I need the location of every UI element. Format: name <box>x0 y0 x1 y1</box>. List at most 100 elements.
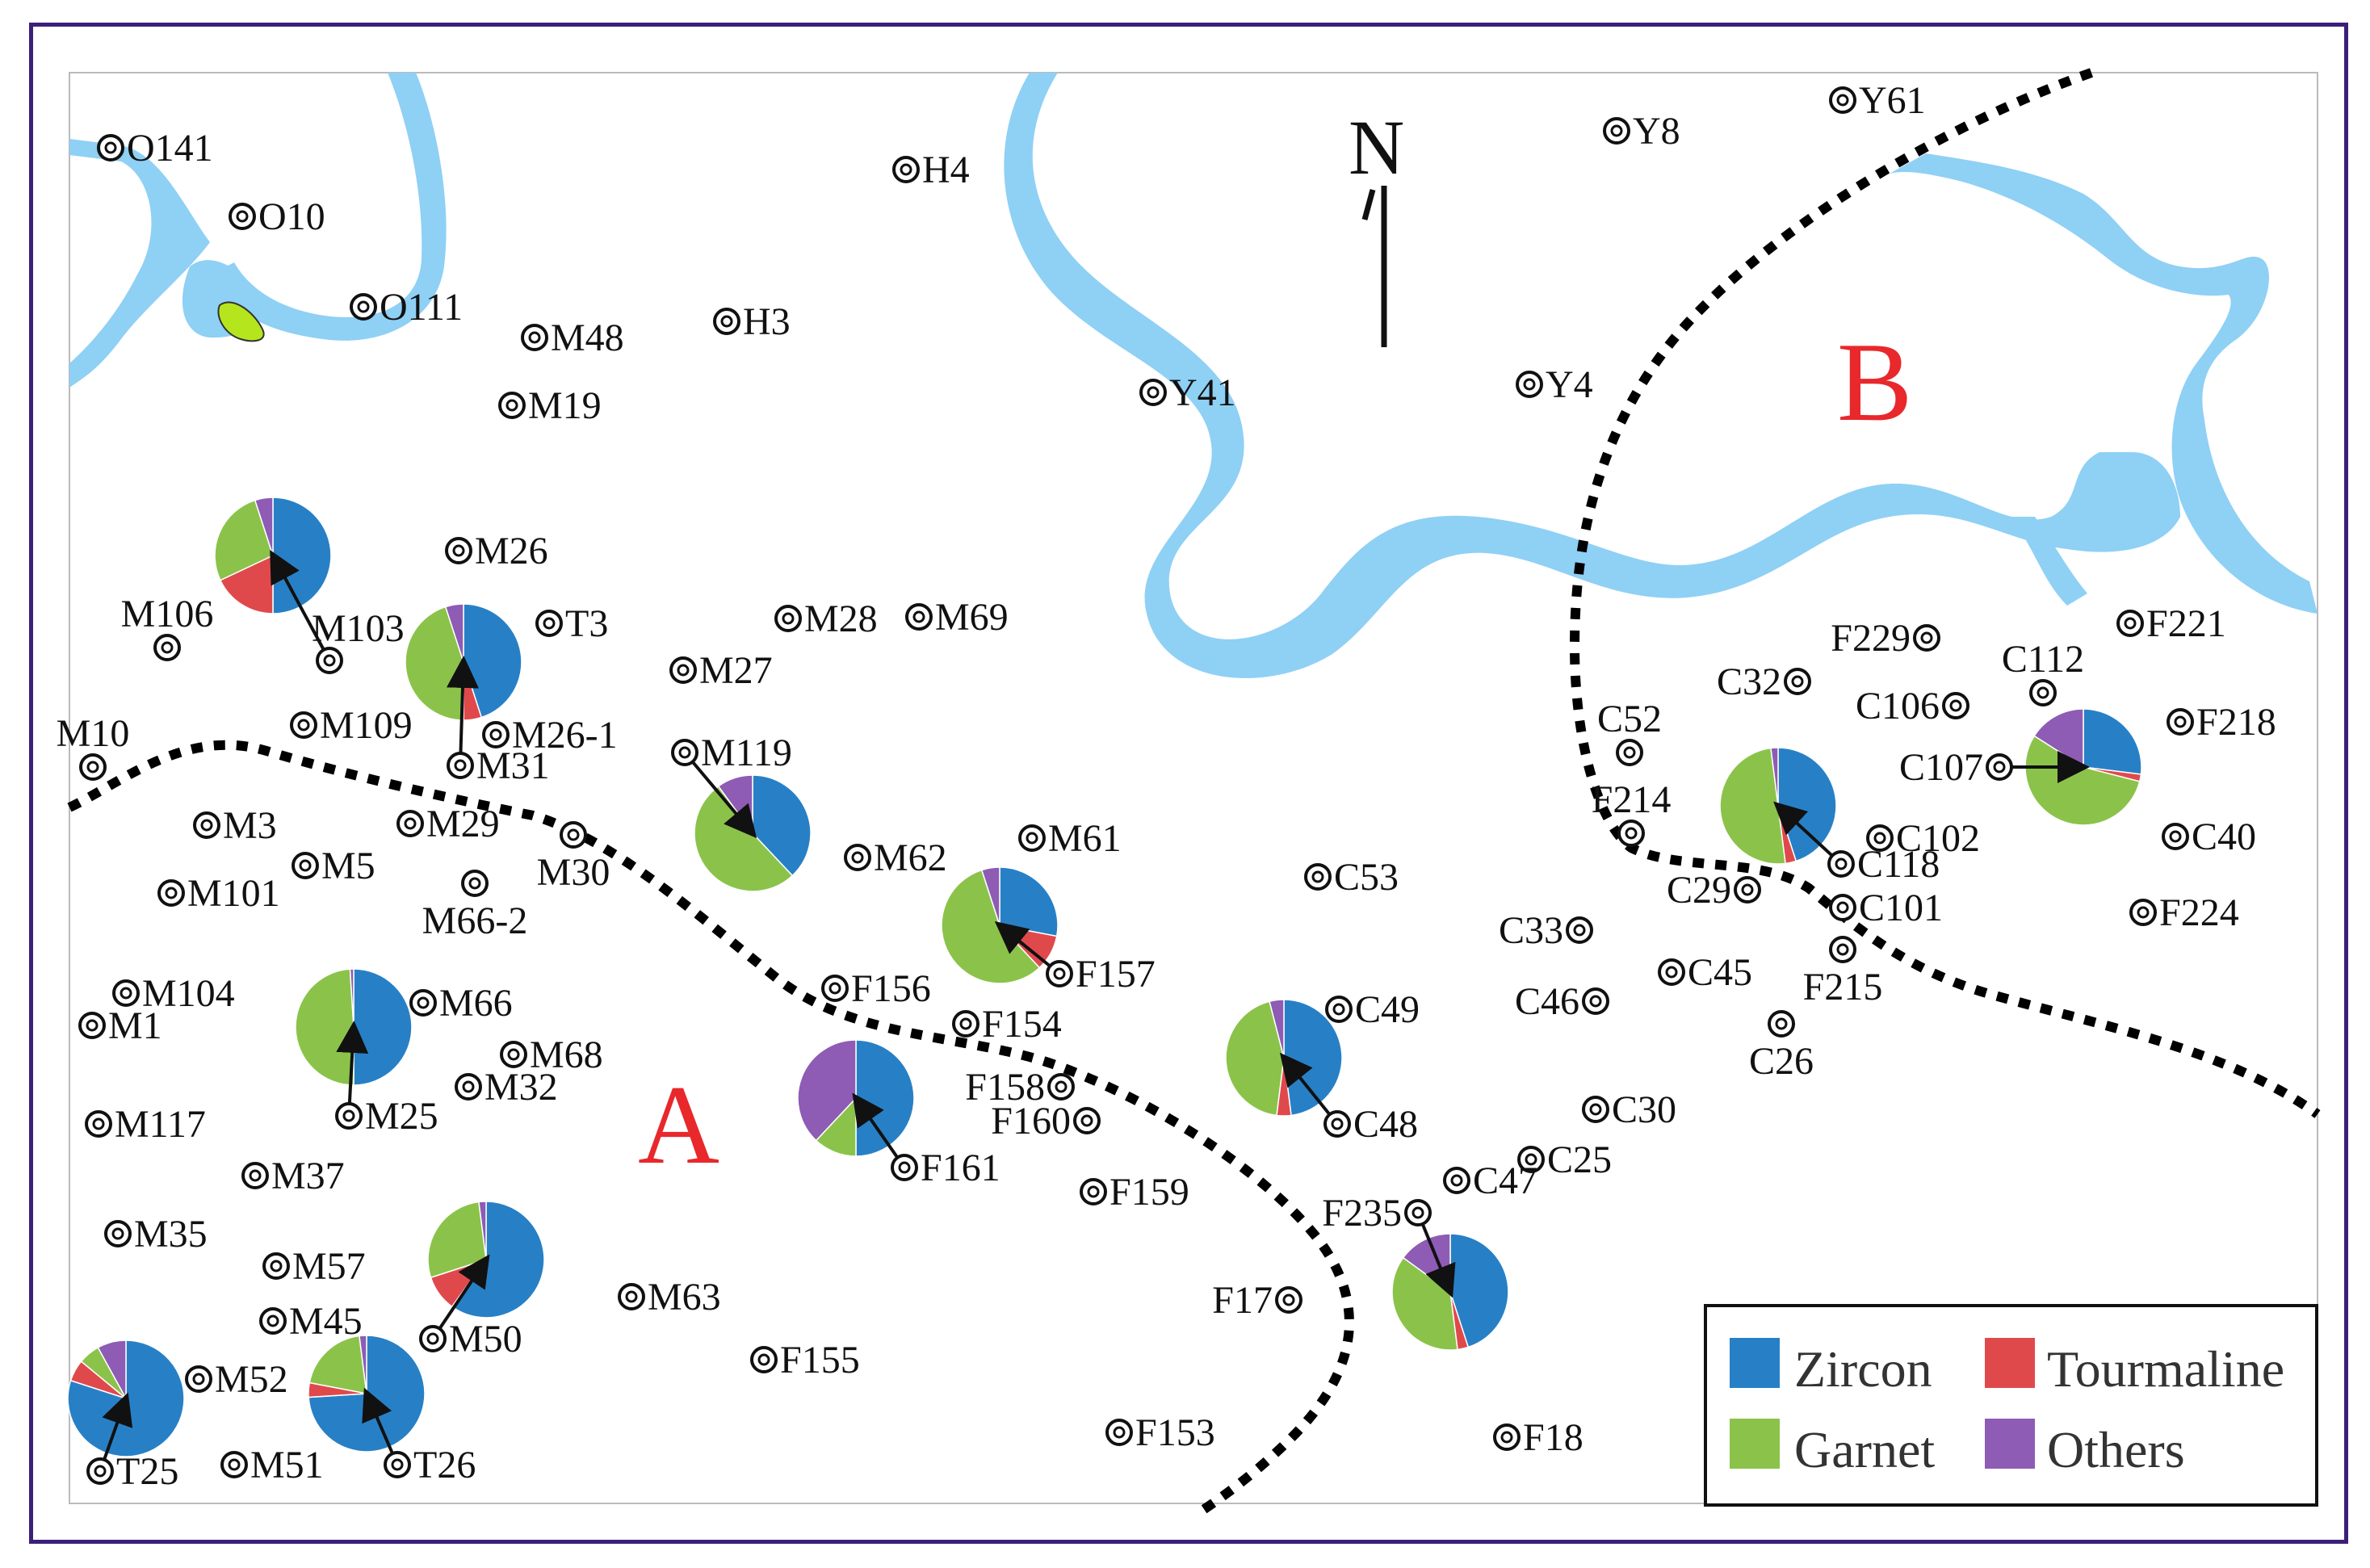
sample-marker <box>2167 708 2194 736</box>
pie-arrow-c48 <box>1279 1052 1339 1126</box>
sample-marker <box>1784 668 1811 695</box>
sample-marker <box>952 1010 979 1038</box>
sample-marker <box>384 1451 411 1478</box>
sample-label: C106 <box>1856 685 1940 727</box>
sample-label: M68 <box>530 1033 603 1076</box>
sample-marker <box>1325 996 1353 1023</box>
sample-marker <box>1493 1423 1521 1451</box>
pie-slice-zircon <box>67 1340 185 1457</box>
pie-slice-garnet <box>1719 747 1786 865</box>
sample-marker <box>153 634 181 661</box>
sample-marker-inner <box>1525 1153 1537 1166</box>
sample-point-m30: M30 <box>537 821 610 894</box>
sample-point-m19: M19 <box>498 384 602 427</box>
sample-label: C33 <box>1499 909 1563 952</box>
sample-marker <box>535 610 563 637</box>
sample-marker-inner <box>1791 675 1804 688</box>
sample-marker <box>1768 1010 1795 1038</box>
sample-marker <box>461 870 489 897</box>
sample-label: F158 <box>965 1066 1045 1109</box>
sample-marker-inner <box>1949 699 1962 712</box>
sample-label: M63 <box>648 1276 721 1319</box>
sample-marker <box>905 603 933 631</box>
pie-f157 <box>941 866 1059 984</box>
sample-point-m51: M51 <box>220 1444 324 1486</box>
sample-marker <box>1913 624 1940 652</box>
sample-marker-inner <box>507 1048 520 1061</box>
sample-point-o10: O10 <box>229 195 325 238</box>
sample-point-c47: C47 <box>1443 1159 1537 1202</box>
pie-slice-garnet <box>1391 1256 1458 1351</box>
sample-marker-inner <box>1332 1003 1345 1016</box>
sample-marker <box>1443 1167 1470 1194</box>
legend-swatch-others <box>1985 1419 2035 1469</box>
sample-marker <box>892 156 920 183</box>
sample-point-m29: M29 <box>396 803 500 845</box>
sample-marker-inner <box>720 315 733 328</box>
sample-marker <box>455 1073 482 1101</box>
river-west-channel <box>69 139 210 388</box>
sample-point-c118: C118 <box>1827 843 1940 886</box>
pie-slice-others <box>1770 747 1779 807</box>
sample-point-f224: F224 <box>2129 891 2239 934</box>
sample-marker <box>1582 1096 1609 1123</box>
sample-marker <box>1603 117 1630 145</box>
pie-slice-zircon <box>353 968 413 1086</box>
sample-label: C118 <box>1857 843 1940 886</box>
sample-point-f17: F17 <box>1212 1279 1302 1322</box>
sample-point-f157: F157 <box>1046 953 1156 996</box>
river-east-branch <box>1890 153 2318 614</box>
pie-m25 <box>295 968 413 1086</box>
river-west-tributary <box>210 73 447 341</box>
sample-label: F159 <box>1109 1171 1189 1214</box>
sample-label: F18 <box>1523 1416 1583 1459</box>
pie-slice-tourmaline <box>219 554 274 614</box>
sample-marker-inner <box>678 746 691 759</box>
sample-marker <box>292 852 319 879</box>
sample-marker <box>1617 820 1645 847</box>
sample-marker-inner <box>249 1169 262 1182</box>
sample-point-m61: M61 <box>1018 817 1122 860</box>
sample-label: M103 <box>312 607 405 650</box>
sample-label: C40 <box>2192 815 2256 858</box>
sample-label: C101 <box>1859 887 1943 929</box>
sample-label: M35 <box>134 1213 208 1256</box>
sample-point-c53: C53 <box>1304 856 1399 899</box>
sample-marker <box>1827 850 1855 878</box>
sample-label: M26 <box>475 530 548 572</box>
sample-marker <box>669 656 697 684</box>
sample-marker-inner <box>2037 686 2049 699</box>
sample-marker-inner <box>782 612 795 625</box>
sample-marker-inner <box>543 617 556 630</box>
sample-marker-inner <box>426 1332 439 1345</box>
sample-marker-inner <box>462 1080 475 1093</box>
sample-point-m26-1: M26-1 <box>482 714 618 757</box>
sample-label: M10 <box>57 712 130 755</box>
sample-label: M5 <box>321 845 375 887</box>
sample-marker-inner <box>1282 1293 1295 1306</box>
sample-point-m48: M48 <box>521 317 624 359</box>
sample-marker-inner <box>677 664 690 677</box>
north-arrow: N <box>1349 104 1404 347</box>
river-main-channel <box>1004 73 2180 678</box>
sample-marker <box>1734 876 1761 903</box>
sample-marker <box>1986 753 2013 781</box>
sample-point-o141: O141 <box>97 127 213 170</box>
pie-slice-garnet <box>295 968 354 1086</box>
sample-marker <box>1829 894 1856 921</box>
sample-marker-inner <box>86 1019 99 1032</box>
sample-point-f155: F155 <box>750 1339 860 1381</box>
sample-marker <box>1304 863 1332 891</box>
sample-marker-inner <box>2169 830 2182 843</box>
map-border <box>69 72 2318 1504</box>
pie-slice-zircon <box>752 774 812 877</box>
sample-marker <box>335 1102 363 1130</box>
sample-label: M48 <box>551 317 624 359</box>
sample-marker <box>97 134 124 161</box>
sample-label: F221 <box>2146 602 2226 645</box>
sample-marker <box>498 392 526 419</box>
sample-point-m31: M31 <box>447 744 550 787</box>
sample-marker <box>482 721 510 748</box>
sample-marker-inner <box>417 996 430 1009</box>
sample-marker <box>2162 823 2189 850</box>
